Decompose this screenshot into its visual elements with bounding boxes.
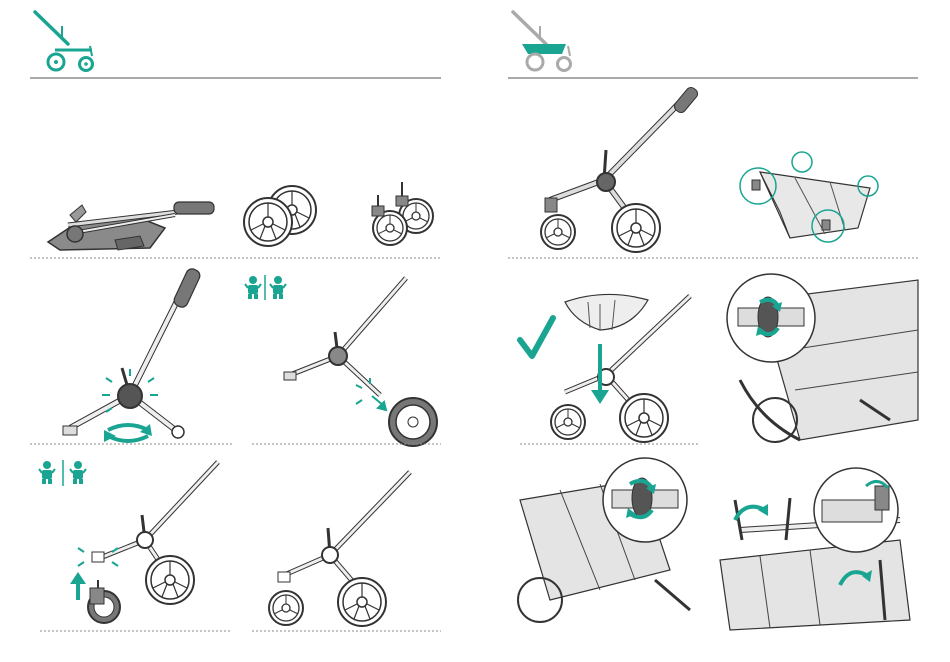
chassis-with-wheels	[541, 85, 700, 252]
checkmark-icon	[520, 318, 553, 356]
fasten-front-tab	[510, 452, 710, 632]
up-arrow-icon	[70, 572, 86, 600]
click-burst-icon	[356, 378, 386, 410]
assembled-chassis	[269, 472, 410, 626]
child-icon	[245, 275, 286, 300]
stroller-chassis-wheels-icon	[35, 12, 93, 71]
unlock-hub	[63, 267, 202, 438]
rear-wheels-icon	[244, 186, 316, 246]
stroller-seat-fabric-icon	[513, 12, 571, 71]
front-wheels-icon	[372, 182, 433, 245]
attach-front-wheel	[88, 462, 218, 623]
folded-chassis-icon	[48, 202, 214, 250]
child-icon	[39, 460, 86, 486]
place-sun-canopy	[551, 294, 690, 442]
attach-rear-wheel	[284, 278, 437, 446]
wrap-fabric-tab	[727, 266, 918, 444]
fabric-attachment-points	[740, 152, 878, 242]
rotate-arrow-icon	[104, 424, 152, 442]
fasten-side-clips	[718, 452, 918, 632]
